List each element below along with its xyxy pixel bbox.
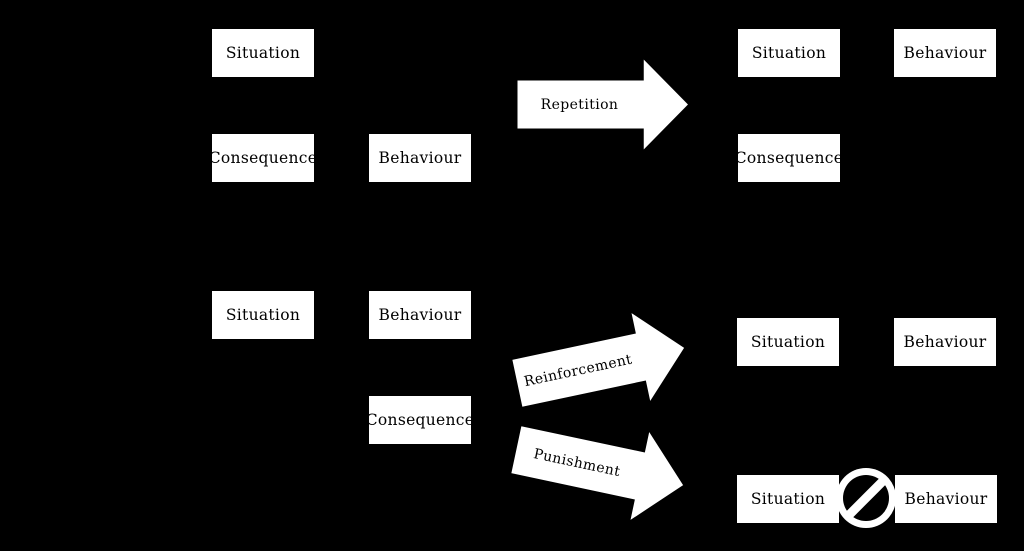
punishment-arrow: Punishment: [505, 403, 695, 532]
repetition-arrow: Repetition: [516, 57, 690, 152]
node-consequence: Consequence: [366, 395, 474, 445]
node-consequence: Consequence: [735, 133, 843, 183]
node-situation: Situation: [736, 474, 840, 524]
node-situation: Situation: [736, 317, 840, 367]
reinforcement-arrow: Reinforcement: [506, 301, 696, 430]
node-behaviour: Behaviour: [893, 28, 997, 78]
right-arrow-icon: [516, 57, 690, 152]
node-situation: Situation: [737, 28, 841, 78]
node-behaviour: Behaviour: [368, 133, 472, 183]
node-behaviour: Behaviour: [368, 290, 472, 340]
prohibition-icon: [836, 468, 896, 528]
repetition-arrow-label: Repetition: [540, 96, 619, 113]
node-consequence: Consequence: [209, 133, 317, 183]
node-behaviour: Behaviour: [894, 474, 998, 524]
node-situation: Situation: [211, 28, 315, 78]
right-arrow-icon: [509, 424, 686, 524]
right-arrow-icon: [510, 309, 687, 409]
node-situation: Situation: [211, 290, 315, 340]
node-behaviour: Behaviour: [893, 317, 997, 367]
